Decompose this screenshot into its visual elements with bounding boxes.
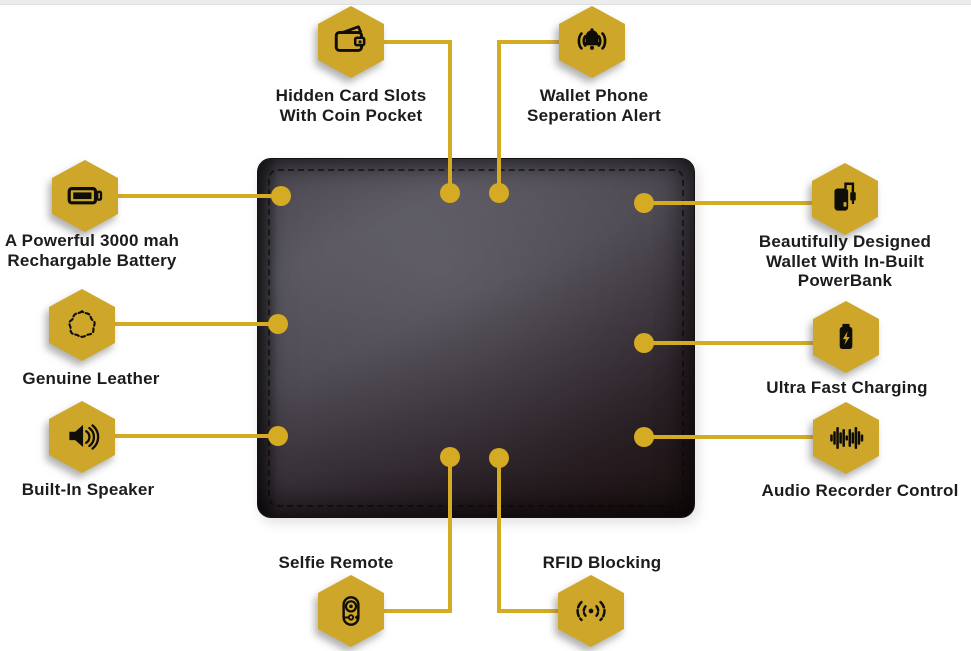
connector-line xyxy=(378,40,450,44)
anchor-dot xyxy=(634,193,654,213)
feature-hexagon-built-in-speaker xyxy=(49,401,115,473)
charging-bolt-battery-icon xyxy=(826,317,866,357)
connector-line xyxy=(500,40,566,44)
leather-hide-icon xyxy=(62,305,102,345)
label-line: Beautifully Designed xyxy=(758,232,932,251)
selfie-remote-icon xyxy=(331,591,371,631)
feature-label-hidden-card-slots: Hidden Card Slots With Coin Pocket xyxy=(276,86,427,125)
feature-hexagon-phone-separation-alert xyxy=(559,6,625,78)
feature-label-genuine-leather: Genuine Leather xyxy=(22,369,159,389)
feature-label-rfid-blocking: RFID Blocking xyxy=(543,553,662,573)
connector-line xyxy=(112,194,282,198)
feature-hexagon-selfie-remote xyxy=(318,575,384,647)
label-line: Wallet With In-Built xyxy=(765,251,925,271)
connector-line xyxy=(448,457,452,613)
top-strip xyxy=(0,0,971,5)
label-line: Rechargable Battery xyxy=(7,250,177,270)
anchor-dot xyxy=(634,427,654,447)
feature-label-rechargeable-battery: A Powerful 3000 mah Rechargable Battery xyxy=(5,231,179,270)
connector-line xyxy=(644,201,816,205)
speaker-icon xyxy=(62,417,102,457)
feature-hexagon-audio-recorder-control xyxy=(813,402,879,474)
feature-label-audio-recorder-control: Audio Recorder Control xyxy=(761,481,958,501)
audio-waveform-icon xyxy=(826,418,866,458)
connector-line xyxy=(644,435,818,439)
label-line: PowerBank xyxy=(797,271,893,290)
feature-hexagon-ultra-fast-charging xyxy=(813,301,879,373)
feature-label-inbuilt-powerbank: Beautifully Designed Wallet With In-Buil… xyxy=(759,232,931,291)
anchor-dot xyxy=(634,333,654,353)
connector-line xyxy=(497,458,501,613)
label-line: Audio Recorder Control xyxy=(761,481,959,500)
wallet-icon xyxy=(331,22,371,62)
battery-icon xyxy=(65,176,105,216)
label-line: RFID Blocking xyxy=(542,553,662,572)
label-line: Genuine Leather xyxy=(22,369,160,388)
connector-line xyxy=(110,322,280,326)
wallet-fold-shading xyxy=(258,159,278,517)
feature-label-selfie-remote: Selfie Remote xyxy=(278,553,393,573)
feature-hexagon-hidden-card-slots xyxy=(318,6,384,78)
connector-line xyxy=(500,609,566,613)
wallet-stitching xyxy=(268,169,684,507)
label-line: A Powerful 3000 mah xyxy=(4,231,180,250)
feature-label-built-in-speaker: Built-In Speaker xyxy=(22,480,155,500)
label-line: With Coin Pocket xyxy=(279,105,423,125)
anchor-dot xyxy=(268,314,288,334)
connector-line xyxy=(644,341,818,345)
label-line: Ultra Fast Charging xyxy=(766,378,928,397)
anchor-dot xyxy=(440,447,460,467)
anchor-dot xyxy=(440,183,460,203)
powerbank-cable-icon xyxy=(825,179,865,219)
label-line: Built-In Speaker xyxy=(21,480,155,499)
anchor-dot xyxy=(489,448,509,468)
alarm-bell-icon xyxy=(572,22,612,62)
label-line: Hidden Card Slots xyxy=(275,86,427,105)
label-line: Wallet Phone xyxy=(539,86,649,105)
feature-label-ultra-fast-charging: Ultra Fast Charging xyxy=(766,378,928,398)
anchor-dot xyxy=(489,183,509,203)
label-line: Selfie Remote xyxy=(278,553,394,572)
anchor-dot xyxy=(271,186,291,206)
connector-line xyxy=(110,434,280,438)
anchor-dot xyxy=(268,426,288,446)
feature-hexagon-rechargeable-battery xyxy=(52,160,118,232)
connector-line xyxy=(378,609,450,613)
feature-hexagon-genuine-leather xyxy=(49,289,115,361)
label-line: Seperation Alert xyxy=(527,105,661,125)
feature-hexagon-rfid-blocking xyxy=(558,575,624,647)
wallet-product-image xyxy=(257,158,695,518)
connector-line xyxy=(497,40,501,195)
rfid-signal-icon xyxy=(571,591,611,631)
connector-line xyxy=(448,40,452,195)
feature-label-phone-separation-alert: Wallet Phone Seperation Alert xyxy=(527,86,661,125)
feature-hexagon-inbuilt-powerbank xyxy=(812,163,878,235)
